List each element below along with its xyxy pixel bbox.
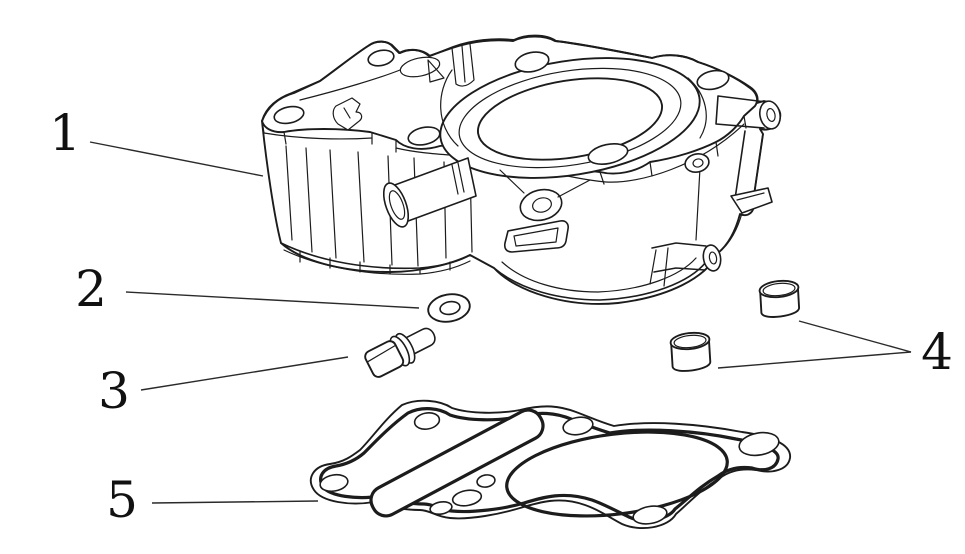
callout-label-3: 3 (98, 362, 130, 420)
leader-line-1 (89, 141, 264, 177)
part-dowel-pin-lower (669, 331, 712, 372)
part-dowel-pin-upper (758, 279, 801, 318)
callout-label-4: 4 (921, 323, 953, 381)
leader-line-5 (151, 500, 319, 504)
part-gasket (309, 399, 791, 530)
part-bolt (364, 327, 436, 378)
leader-line-4b (717, 351, 912, 369)
leader-line-2 (125, 291, 420, 309)
lower-right-boss (649, 242, 722, 287)
part-washer (427, 293, 471, 323)
callout-label-5: 5 (106, 471, 138, 529)
coolant-pipe (382, 157, 477, 228)
part-cylinder-block (261, 34, 782, 305)
right-mount-arm (715, 95, 782, 253)
leader-line-3 (140, 356, 349, 391)
callout-label-1: 1 (49, 104, 81, 162)
leader-line-4a (798, 320, 912, 353)
callout-label-2: 2 (75, 260, 107, 318)
